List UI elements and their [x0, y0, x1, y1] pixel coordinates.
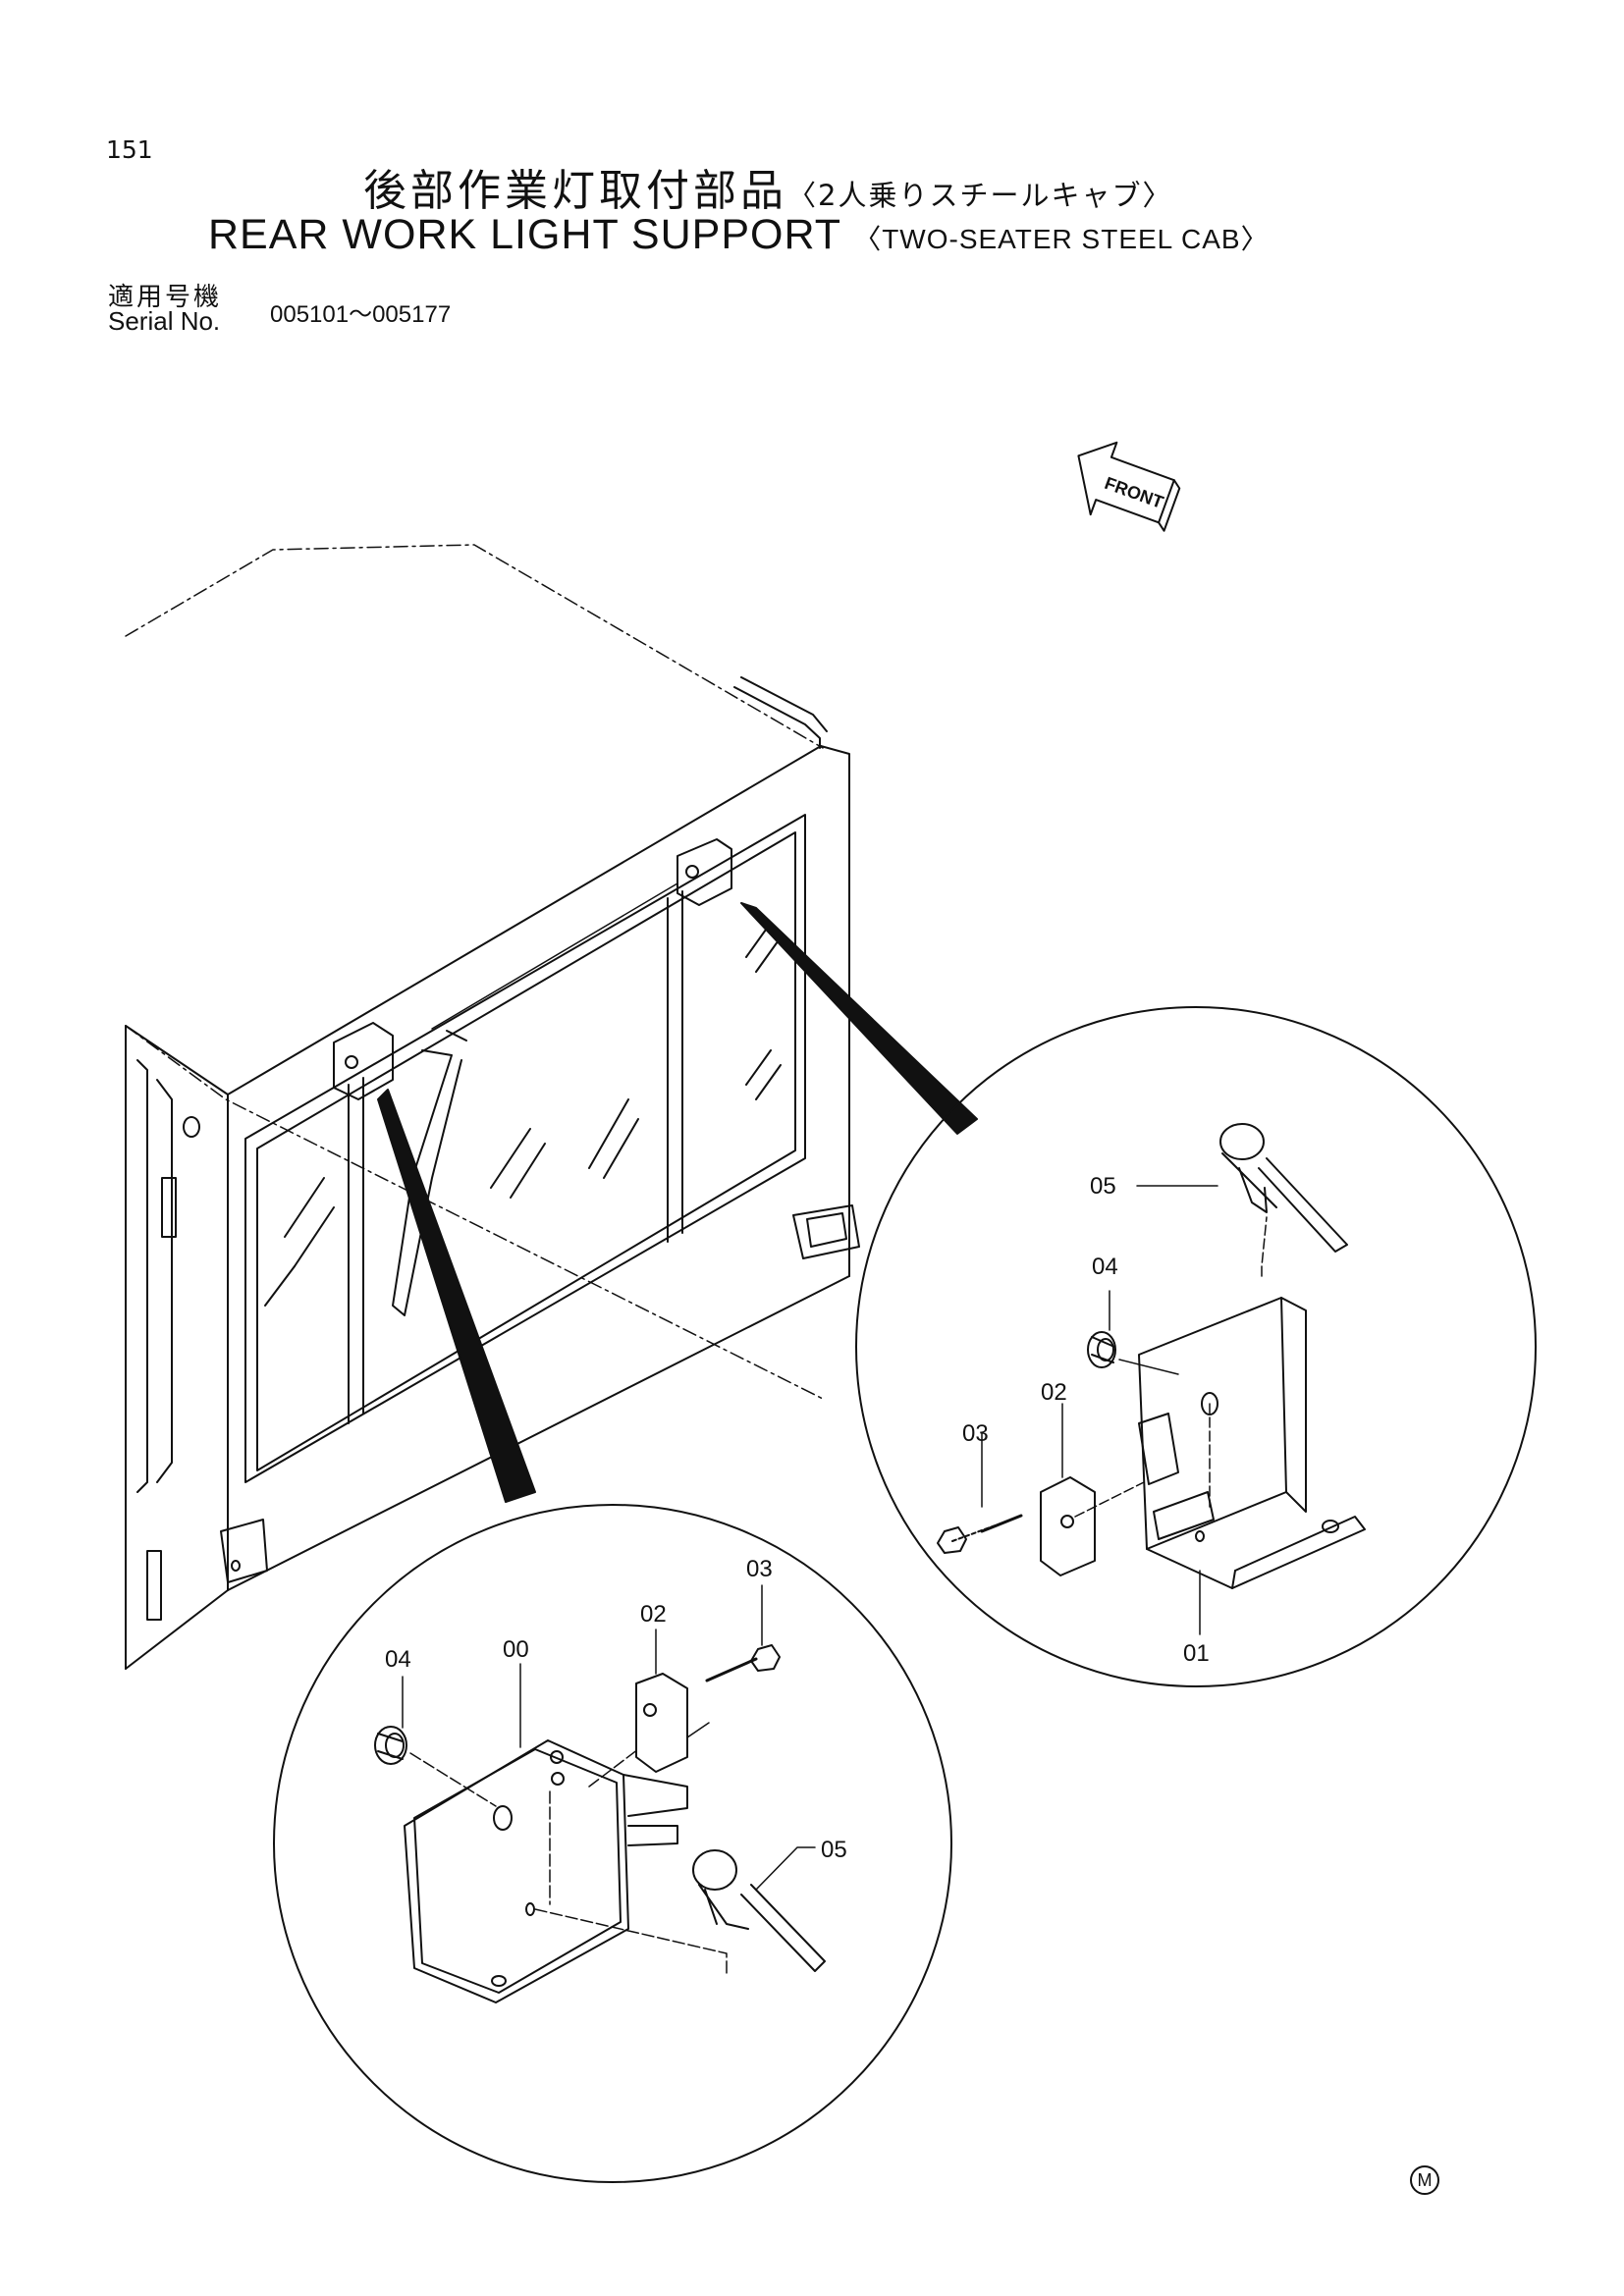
callout-upper-03: 03	[962, 1420, 989, 1447]
callout-upper-01: 01	[1183, 1640, 1210, 1667]
serial-label-english: Serial No.	[108, 306, 221, 336]
title-japanese-sub: 〈2人乗りスチールキャブ〉	[787, 179, 1173, 212]
serial-label-japanese: 適用号機	[108, 283, 223, 312]
callout-lower-02: 02	[640, 1601, 667, 1628]
lower-detail-view: 04 00 02 03 05	[273, 1504, 952, 2183]
callout-upper-02: 02	[1041, 1379, 1067, 1406]
catalog-mark: M	[1410, 2165, 1439, 2195]
title-english-sub: 〈TWO-SEATER STEEL CAB〉	[853, 224, 1270, 254]
title-japanese: 後部作業灯取付部品〈2人乗りスチールキャブ〉	[363, 155, 1172, 218]
callout-upper-04: 04	[1092, 1254, 1118, 1280]
callout-lower-00: 00	[503, 1636, 529, 1663]
upper-detail-leader	[740, 902, 978, 1135]
front-arrow-icon: FRONT	[1077, 441, 1181, 532]
callout-lower-05: 05	[821, 1837, 847, 1863]
title-japanese-main: 後部作業灯取付部品	[363, 166, 787, 216]
upper-detail-view: 05 04 02 03 01	[855, 1006, 1537, 1687]
callout-lower-03: 03	[746, 1556, 773, 1582]
lower-detail-leader	[377, 1089, 536, 1503]
title-english: REAR WORK LIGHT SUPPORT 〈TWO-SEATER STEE…	[208, 211, 1270, 259]
title-english-main: REAR WORK LIGHT SUPPORT	[208, 211, 841, 258]
page-number: 151	[106, 135, 153, 164]
cab-body	[125, 544, 860, 1670]
serial-range: 005101～005177	[270, 301, 452, 328]
callout-lower-04: 04	[385, 1646, 411, 1673]
callout-upper-05: 05	[1090, 1173, 1116, 1200]
